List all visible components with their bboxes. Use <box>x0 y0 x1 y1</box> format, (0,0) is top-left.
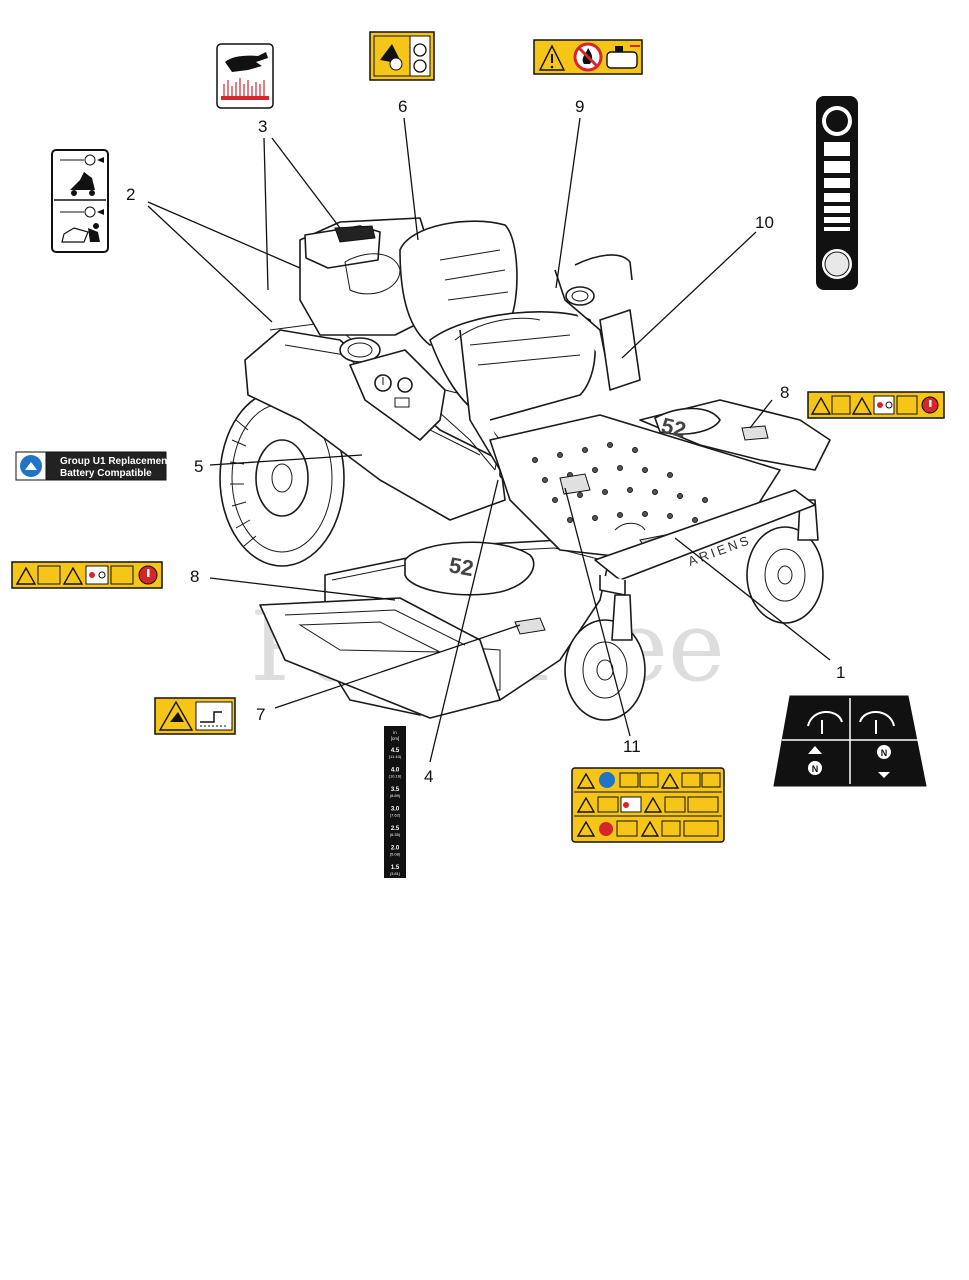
decal-safety-panel <box>571 767 725 843</box>
height-row-cm: (7.62) <box>390 813 401 818</box>
height-row-in: 2.0 <box>391 846 400 852</box>
callout-8-left: 8 <box>190 567 199 586</box>
deck-size-label-rear: 52 <box>659 413 689 443</box>
callout-8-right: 8 <box>780 383 789 402</box>
svg-text:N: N <box>881 748 888 758</box>
height-row-in: 3.5 <box>391 787 400 793</box>
decal-safety-strip-right <box>807 391 945 419</box>
engine-fuel-tank <box>299 217 431 363</box>
decal-cutting-height: in [cm] 4.5(11.43) 4.0(10.16) 3.5(8.89) 3.0… <box>384 726 406 878</box>
callout-1: 1 <box>836 663 845 682</box>
deck-size-label-front: 52 <box>447 552 475 581</box>
decal-thrown-object <box>154 697 236 735</box>
callout-9: 9 <box>575 97 584 116</box>
callout-7: 7 <box>256 705 265 724</box>
decal-hot-surface <box>216 43 274 109</box>
callout-4: 4 <box>424 767 433 786</box>
no-flame-icon <box>573 42 603 72</box>
height-row-cm: (10.16) <box>389 774 402 779</box>
height-unit-in: in <box>393 730 397 735</box>
height-row-in: 2.5 <box>391 826 400 832</box>
height-row-cm: (8.89) <box>390 793 401 798</box>
height-unit-cm: [cm] <box>391 736 400 741</box>
heat-lines <box>223 78 265 96</box>
height-row-cm: (11.43) <box>389 754 402 759</box>
mower-illustration: 52 <box>219 217 831 721</box>
decal-blade-hazard <box>369 31 435 81</box>
height-rows: 4.5(11.43) 4.0(10.16) 3.5(8.89) 3.0(7.62) 2.… <box>389 748 402 876</box>
hot-surface-hand-icon <box>225 52 268 72</box>
decal-safety-strip-left <box>11 561 163 589</box>
discharge-guard <box>259 597 501 719</box>
callout-11: 11 <box>623 737 641 756</box>
decal-fuel-warning <box>533 39 643 75</box>
callout-10: 10 <box>755 213 774 232</box>
deck-decal-spot <box>514 617 546 635</box>
height-row-cm: (6.35) <box>390 832 401 837</box>
front-caster-right <box>746 499 824 624</box>
throttle-hare-icon <box>60 154 104 196</box>
decal-battery: Group U1 Replacement Battery Compatible <box>15 451 171 481</box>
battery-decal-line1: Group U1 Replacement <box>60 456 171 467</box>
battery-decal-line2: Battery Compatible <box>60 468 152 479</box>
callout-3: 3 <box>258 117 267 136</box>
callout-2: 2 <box>126 185 135 204</box>
height-row-in: 4.0 <box>391 768 400 774</box>
callout-numbers: 2 3 6 9 10 8 5 8 7 4 11 1 <box>126 97 845 786</box>
fuel-cap-area <box>565 286 641 391</box>
decal-hour-meter <box>816 96 858 290</box>
control-console <box>349 349 501 471</box>
leader-lines <box>147 117 831 763</box>
rear-tire-left <box>219 389 345 567</box>
callout-5: 5 <box>194 457 203 476</box>
height-row-in: 4.5 <box>391 748 400 754</box>
decal-throttle <box>51 149 109 253</box>
height-row-in: 1.5 <box>391 865 400 871</box>
callout-6: 6 <box>398 97 407 116</box>
height-row-in: 3.0 <box>391 807 400 813</box>
front-caster-left <box>564 594 646 721</box>
svg-text:N: N <box>812 764 819 774</box>
height-row-cm: (3.81) <box>390 871 401 876</box>
height-row-cm: (5.08) <box>390 852 401 857</box>
right-deck-guard: 52 <box>639 399 831 471</box>
neutral-n-icon: N N <box>808 745 891 778</box>
decal-steering: N N <box>773 695 927 787</box>
fuel-tank-icon <box>606 45 640 69</box>
steering-arrow-icon <box>807 711 895 734</box>
throttle-turtle-icon <box>60 206 104 243</box>
